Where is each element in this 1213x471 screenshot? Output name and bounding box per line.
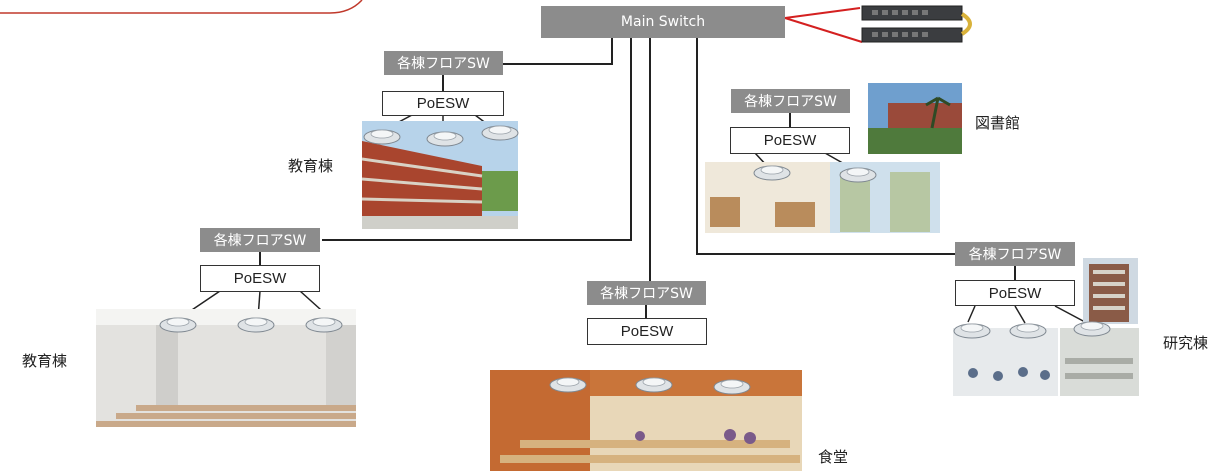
floor-switch-label: 各棟フロアSW [744, 94, 837, 110]
link-edu-left [322, 38, 632, 241]
floor-switch-research: 各棟フロアSW [955, 242, 1075, 266]
poe-switch-research: PoESW [955, 280, 1075, 306]
library-exterior-photo [868, 83, 962, 154]
floor-switch-library: 各棟フロアSW [731, 89, 850, 113]
poe-switch-label: PoESW [988, 284, 1042, 302]
library-interior-photo [705, 162, 940, 233]
access-point-icon [838, 164, 878, 188]
floor-switch-label: 各棟フロアSW [213, 233, 307, 249]
floor-switch-edu-left: 各棟フロアSW [200, 228, 320, 252]
poe-switch-edu-top: PoESW [382, 91, 504, 116]
building-label-research: 研究棟 [1163, 334, 1209, 352]
link-edu-top [503, 38, 613, 65]
floor-switch-edu-top: 各棟フロアSW [384, 51, 503, 75]
poe-switch-library: PoESW [730, 127, 850, 154]
access-point-icon [158, 314, 198, 338]
building-label-edu-top: 教育棟 [288, 157, 334, 175]
rack-switch-icon [858, 2, 980, 50]
poe-switch-label: PoESW [620, 323, 674, 340]
floor-switch-cafeteria: 各棟フロアSW [587, 281, 706, 305]
link-research [696, 38, 955, 255]
main-switch: Main Switch [541, 6, 785, 38]
floor-switch-label: 各棟フロアSW [600, 286, 693, 302]
floor-switch-label: 各棟フロアSW [968, 247, 1062, 263]
building-label-cafeteria: 食堂 [818, 448, 849, 466]
access-point-icon [548, 374, 588, 398]
poe-switch-label: PoESW [416, 95, 470, 112]
access-point-icon [952, 320, 992, 344]
poe-switch-cafeteria: PoESW [587, 318, 707, 345]
research-lab-photo [953, 328, 1139, 396]
research-building-photo [1083, 258, 1138, 324]
access-point-icon [1008, 320, 1048, 344]
access-point-icon [236, 314, 276, 338]
access-point-icon [480, 122, 520, 146]
building-label-edu-left: 教育棟 [22, 352, 68, 370]
poe-switch-label: PoESW [763, 132, 817, 149]
main-switch-label: Main Switch [620, 14, 706, 30]
access-point-icon [425, 128, 465, 152]
access-point-icon [712, 376, 752, 400]
floor-switch-label: 各棟フロアSW [397, 56, 490, 72]
poe-switch-edu-left: PoESW [200, 265, 320, 292]
access-point-icon [634, 374, 674, 398]
access-point-icon [1072, 318, 1112, 342]
access-point-icon [752, 162, 792, 186]
building-label-library: 図書館 [975, 114, 1021, 132]
access-point-icon [362, 126, 402, 150]
access-point-icon [304, 314, 344, 338]
poe-switch-label: PoESW [233, 270, 287, 287]
header-frame-curve [0, 0, 363, 14]
